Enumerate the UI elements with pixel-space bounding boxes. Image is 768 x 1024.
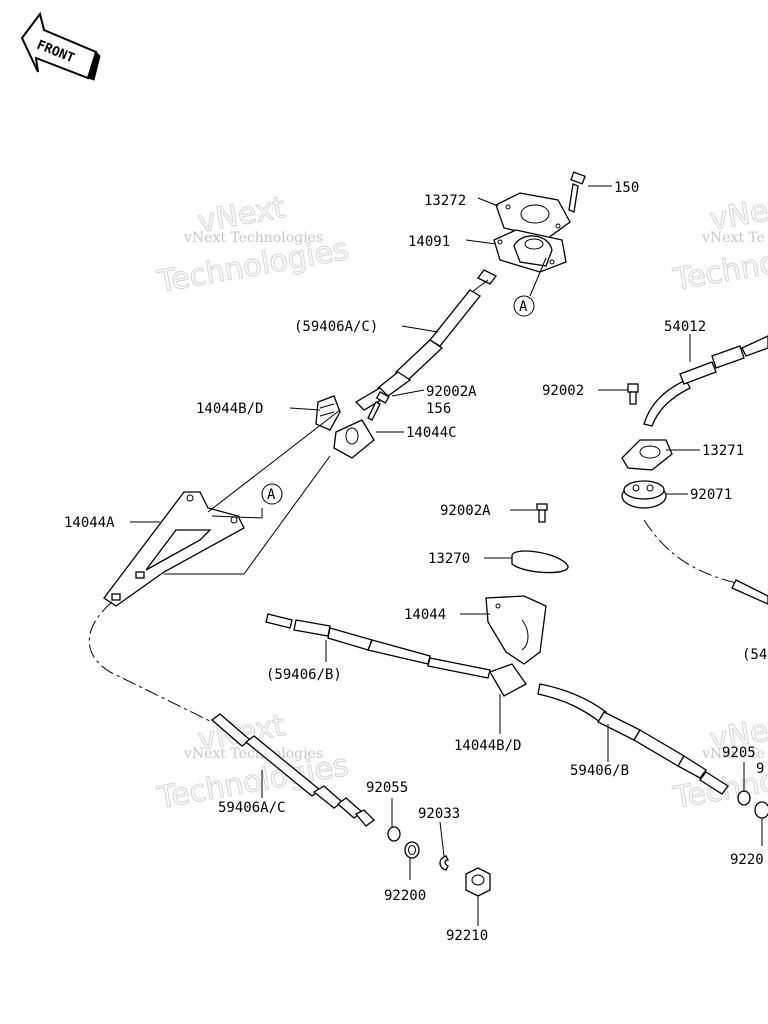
label-14044: 14044 bbox=[404, 607, 446, 623]
label-59406B-left: (59406/B) bbox=[266, 667, 342, 683]
watermark-text: vNext Technologies bbox=[183, 230, 323, 246]
label-92002: 92002 bbox=[542, 383, 584, 399]
watermark-text-right: vNext Te bbox=[701, 230, 765, 246]
label-14044BD-top: 14044B/D bbox=[196, 401, 263, 417]
label-9-cut: 9 bbox=[756, 761, 764, 777]
watermark-text-bottom: vNext Technologies bbox=[183, 746, 323, 762]
part-right-cable-end bbox=[731, 579, 768, 605]
part-59406AC-bottom-cable bbox=[210, 713, 375, 827]
label-14091: 14091 bbox=[408, 234, 450, 250]
label-92002A-mid: 92002A bbox=[440, 503, 491, 519]
label-92210: 92210 bbox=[446, 928, 488, 944]
assembly-guide-lines bbox=[164, 409, 341, 575]
label-14044A: 14044A bbox=[64, 515, 115, 531]
callout-A-top-label: A bbox=[519, 299, 528, 315]
dashed-routing-line-left bbox=[88, 601, 213, 723]
label-54012: 54012 bbox=[664, 319, 706, 335]
label-13271: 13271 bbox=[702, 443, 744, 459]
part-150-bolt bbox=[568, 171, 586, 213]
part-labels: 13272 150 14091 (59406A/C) 92002A 156 14… bbox=[64, 180, 767, 944]
label-13272: 13272 bbox=[424, 193, 466, 209]
label-13270: 13270 bbox=[428, 551, 470, 567]
part-92002A-bolt-mid bbox=[536, 503, 548, 523]
part-59406B-left-cable bbox=[265, 613, 491, 679]
part-13272-gasket bbox=[495, 192, 571, 239]
watermark-text-bottom-right: vNext Te bbox=[701, 746, 765, 762]
part-13271-plate bbox=[621, 439, 673, 471]
callout-A-top: A bbox=[513, 257, 547, 317]
label-9205-cut: 9205 bbox=[722, 745, 756, 761]
part-92002A-bolt-top bbox=[367, 391, 390, 421]
part-59406B-right-cable bbox=[537, 683, 729, 795]
part-59406AC-top-cable bbox=[354, 269, 497, 411]
part-92071-grommet bbox=[621, 480, 667, 509]
leader-lines bbox=[130, 185, 763, 926]
label-92200: 92200 bbox=[384, 888, 426, 904]
part-92033-clip bbox=[439, 855, 450, 871]
label-14044C: 14044C bbox=[406, 425, 457, 441]
label-92071: 92071 bbox=[690, 487, 732, 503]
label-54-cut: (54 bbox=[742, 647, 767, 663]
part-92210-nut bbox=[465, 867, 491, 897]
label-150: 150 bbox=[614, 180, 639, 196]
watermark-top-right: vNext Techno vNext Te bbox=[670, 188, 768, 299]
label-9220-cut: 9220 bbox=[730, 852, 764, 868]
label-92055: 92055 bbox=[366, 780, 408, 796]
part-54012-cable bbox=[643, 335, 768, 427]
part-14091-boot bbox=[493, 229, 567, 273]
part-14044BD-top-clamp bbox=[315, 395, 341, 431]
watermark-technologies-big-right: Techno bbox=[670, 245, 768, 298]
part-right-washers bbox=[737, 790, 768, 819]
label-92033: 92033 bbox=[418, 806, 460, 822]
part-14044-bracket-mid bbox=[485, 595, 547, 665]
part-14044C-clamp bbox=[333, 419, 375, 459]
callout-A-bracket: A bbox=[261, 483, 283, 505]
callout-A-bracket-label: A bbox=[267, 487, 276, 503]
label-156: 156 bbox=[426, 401, 451, 417]
label-92002A-top: 92002A bbox=[426, 384, 477, 400]
label-59406AC-top: (59406A/C) bbox=[294, 319, 378, 335]
part-14044BD-bottom-clamp bbox=[489, 663, 527, 697]
label-59406B-right: 59406/B bbox=[570, 763, 629, 779]
part-14044A-bracket bbox=[103, 491, 245, 607]
front-arrow-badge: FRONT bbox=[20, 11, 101, 81]
label-59406AC-bottom: 59406A/C bbox=[218, 800, 285, 816]
part-92002-bolt-right bbox=[627, 383, 639, 405]
part-13270-plate bbox=[511, 550, 569, 574]
label-14044BD-bottom: 14044B/D bbox=[454, 738, 521, 754]
dashed-routing-line-right bbox=[643, 519, 741, 585]
part-92200-washer-left bbox=[404, 841, 420, 859]
part-92055-washer-left bbox=[387, 826, 401, 842]
watermark-top-left: vNext Technologies vNext Technologies bbox=[154, 190, 352, 301]
